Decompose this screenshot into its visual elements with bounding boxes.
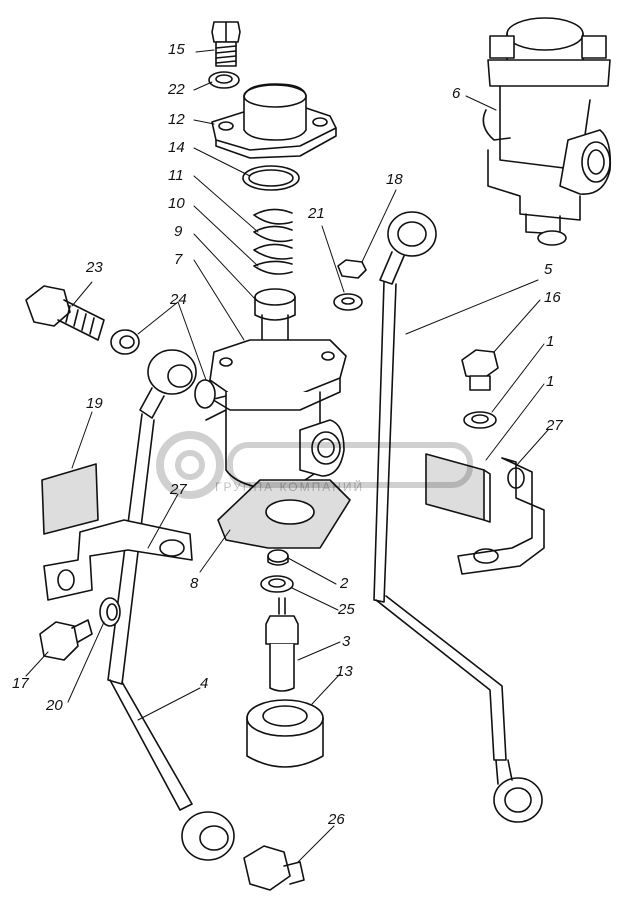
label-13: 13	[336, 663, 353, 680]
part-23-bolt	[25, 285, 105, 341]
part-13-ring	[246, 699, 324, 768]
part-5-right-pipe	[373, 211, 543, 823]
watermark-logo	[156, 431, 473, 499]
part-24-washers	[110, 329, 216, 409]
label-8: 8	[190, 575, 199, 592]
label-6: 6	[452, 85, 461, 102]
part-16-bolt	[461, 349, 499, 391]
label-27-right: 27	[546, 417, 563, 434]
label-9: 9	[174, 223, 183, 240]
label-17: 17	[12, 675, 29, 692]
label-14: 14	[168, 139, 185, 156]
part-18-nut	[337, 259, 367, 279]
part-26-fitting	[243, 845, 305, 891]
label-7: 7	[174, 251, 183, 268]
part-6-valve-assembly	[482, 17, 612, 246]
part-20-washer	[99, 597, 121, 627]
part-15-bolt	[211, 21, 241, 67]
part-8-flange	[217, 479, 351, 549]
label-2: 2	[340, 575, 349, 592]
label-11: 11	[168, 167, 184, 184]
label-24: 24	[170, 291, 187, 308]
label-16: 16	[544, 289, 561, 306]
label-25: 25	[338, 601, 355, 618]
part-2-nut	[267, 549, 289, 566]
part-11-spring	[253, 208, 293, 275]
label-1-right: 1	[546, 373, 555, 390]
label-22: 22	[168, 81, 185, 98]
label-21: 21	[308, 205, 325, 222]
part-25-washer	[260, 575, 294, 593]
leader-lines	[25, 49, 549, 863]
part-12-cover	[211, 83, 337, 159]
label-3: 3	[342, 633, 351, 650]
part-1-pad-left	[41, 463, 99, 535]
part-14-gasket	[242, 165, 300, 191]
label-23: 23	[86, 259, 103, 276]
label-20: 20	[46, 697, 63, 714]
part-27-bracket-left	[43, 519, 193, 601]
label-19: 1	[546, 333, 555, 350]
label-27-left: 27	[170, 481, 187, 498]
label-26: 26	[328, 811, 345, 828]
label-5: 5	[544, 261, 553, 278]
label-15: 15	[168, 41, 185, 58]
label-18: 18	[386, 171, 403, 188]
label-10: 10	[168, 195, 185, 212]
part-21-washer	[333, 293, 363, 311]
label-4: 4	[200, 675, 209, 692]
part-27-bracket-right	[457, 457, 545, 575]
part-19-washer	[463, 411, 497, 429]
part-1-pad-right	[425, 453, 491, 523]
part-3-sensor	[265, 597, 299, 692]
part-17-bolt	[39, 619, 93, 661]
label-1-left: 19	[86, 395, 103, 412]
part-22-washer	[208, 71, 240, 89]
part-7-valve-body	[205, 339, 347, 491]
watermark-subtext: ГРУППА КОМПАНИЙ	[215, 480, 365, 494]
label-12: 12	[168, 111, 185, 128]
